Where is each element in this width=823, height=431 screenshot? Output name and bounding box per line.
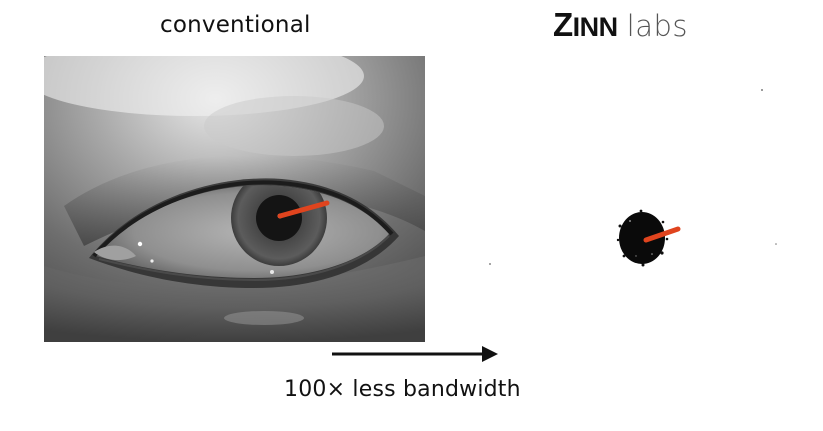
conventional-eye-image	[44, 56, 425, 342]
zinn-labs-logo: ZINN labs	[553, 6, 688, 50]
bandwidth-caption: 100× less bandwidth	[284, 377, 521, 402]
conventional-label: conventional	[160, 12, 311, 38]
logo-first-letter: Z	[553, 6, 573, 43]
gaze-vector-line	[277, 200, 330, 219]
zinn-labs-sparse-view	[489, 89, 777, 267]
sparse-gaze-vector-line	[643, 226, 681, 243]
logo-subtext: labs	[626, 9, 689, 43]
pupil-blob	[616, 209, 669, 267]
logo-rest-letters: INN	[572, 12, 619, 42]
right-arrow-icon	[332, 346, 498, 362]
logo-wordmark: ZINN	[553, 6, 618, 44]
